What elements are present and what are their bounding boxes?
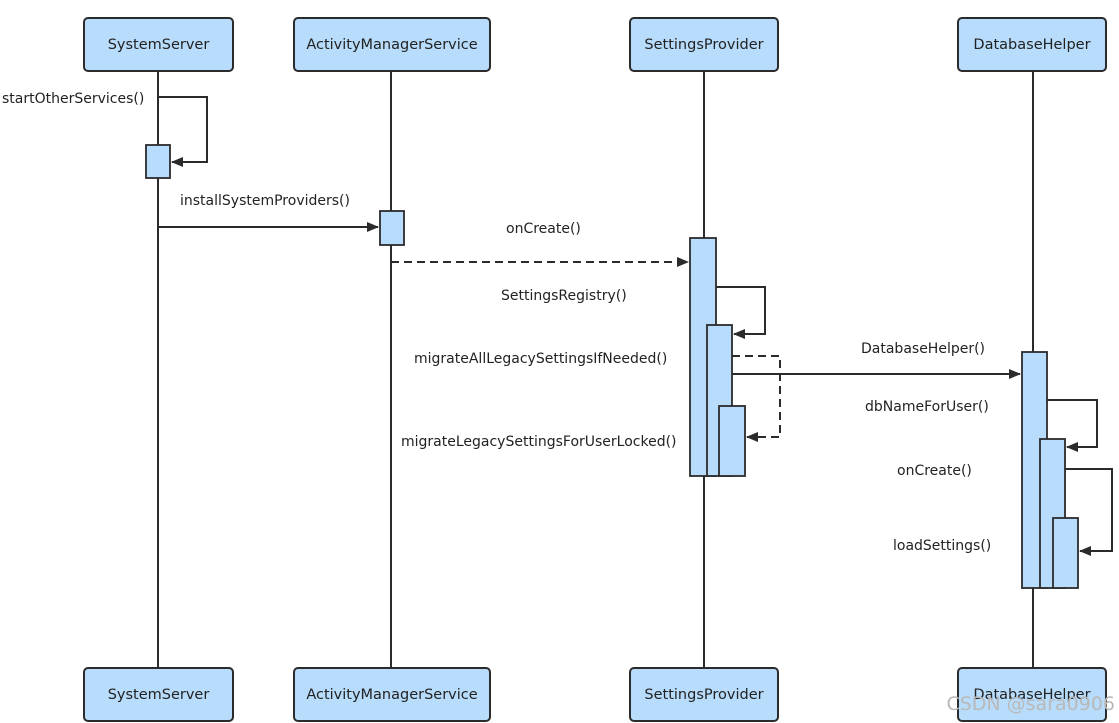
message-label-startotherservices: startOtherServices() (2, 91, 144, 107)
participant-label: SettingsProvider (644, 37, 763, 53)
message-label-databasehelper: DatabaseHelper() (861, 341, 985, 357)
message-label-dbhelper-oncreate: onCreate() (897, 463, 972, 479)
participant-label: DatabaseHelper (973, 37, 1090, 53)
message-settingsregistry-arrow (716, 286, 766, 339)
participant-activitymanagerservice-bottom: ActivityManagerService (293, 667, 491, 722)
activation-databasehelper-3 (1052, 517, 1079, 589)
participant-label: SystemServer (108, 37, 210, 53)
participant-settingsprovider-top: SettingsProvider (629, 17, 779, 72)
participant-settingsprovider-bottom: SettingsProvider (629, 667, 779, 722)
participant-label: DatabaseHelper (973, 687, 1090, 703)
message-label-settingsregistry: SettingsRegistry() (501, 288, 627, 304)
participant-label: ActivityManagerService (306, 37, 477, 53)
message-loadsettings-arrow (1065, 468, 1113, 556)
participant-systemserver-bottom: SystemServer (83, 667, 234, 722)
activation-ams (379, 210, 405, 246)
message-label-migratealllegacy: migrateAllLegacySettingsIfNeeded() (414, 351, 667, 367)
activation-systemserver (145, 144, 171, 179)
message-label-dbnameforuser: dbNameForUser() (865, 399, 989, 415)
message-label-migratelegacyforuser: migrateLegacySettingsForUserLocked() (401, 434, 677, 450)
message-label-oncreate: onCreate() (506, 221, 581, 237)
participant-systemserver-top: SystemServer (83, 17, 234, 72)
participant-databasehelper-top: DatabaseHelper (957, 17, 1107, 72)
message-dbnameforuser-arrow (1047, 399, 1098, 452)
participant-label: SystemServer (108, 687, 210, 703)
message-startotherservices-arrow (158, 96, 208, 167)
participant-label: SettingsProvider (644, 687, 763, 703)
message-label-loadsettings: loadSettings() (893, 538, 991, 554)
watermark-text: CSDN @sara0906 (946, 693, 1115, 715)
message-label-installsystemproviders: installSystemProviders() (180, 193, 350, 209)
activation-settingsprovider-3 (718, 405, 746, 477)
participant-activitymanagerservice-top: ActivityManagerService (293, 17, 491, 72)
message-migratealllegacy-arrow (732, 355, 781, 442)
participant-databasehelper-bottom: DatabaseHelper (957, 667, 1107, 722)
participant-label: ActivityManagerService (306, 687, 477, 703)
